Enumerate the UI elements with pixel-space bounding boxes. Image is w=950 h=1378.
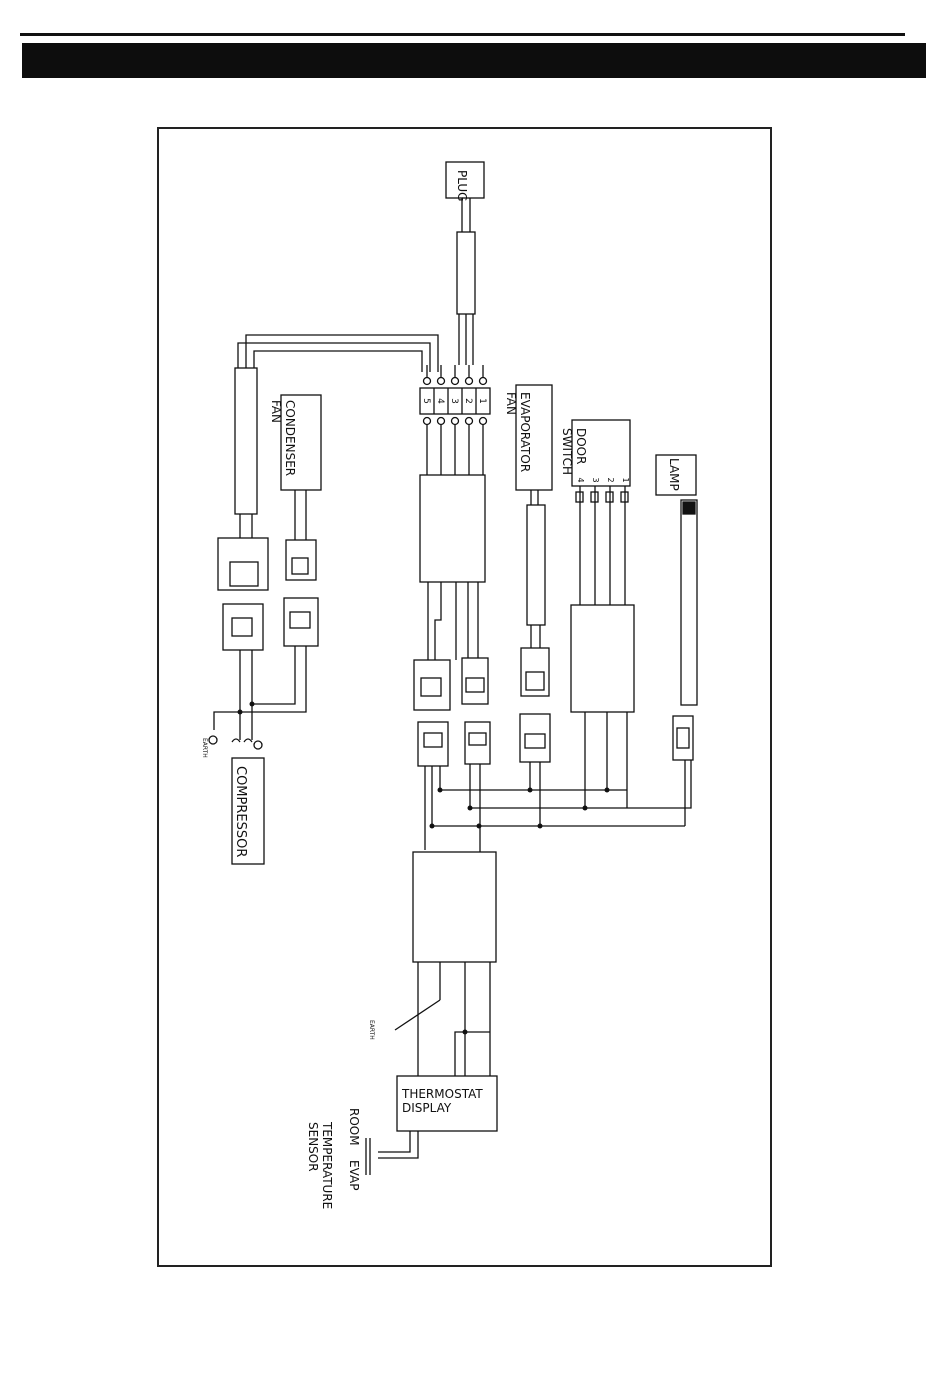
junction-box-lower [413, 852, 496, 962]
door-num-3: 3 [591, 477, 600, 482]
terminal-num-2: 2 [463, 398, 473, 404]
compressor-connector-lower [223, 604, 263, 650]
evaporator-cable-sleeve [527, 505, 545, 625]
label-line: SENSOR [306, 1122, 320, 1172]
label-line: FAN [504, 392, 518, 415]
evap-sensor-label: EVAP [347, 1160, 361, 1190]
door-switch-junction [571, 605, 634, 712]
evaporator-fan-label: EVAPORATORFAN [504, 392, 532, 472]
door-num-2: 2 [606, 477, 615, 482]
temperature-sensor-label: TEMPERATURESENSOR [306, 1121, 334, 1209]
label-line: SWITCH [560, 428, 574, 475]
door-num-4: 4 [576, 477, 585, 482]
compressor-connector-upper [218, 538, 268, 590]
label-line: CONDENSER [283, 400, 297, 476]
terminal-num-1: 1 [477, 398, 487, 404]
terminal-num-4: 4 [435, 398, 445, 404]
lamp-label: LAMP [667, 458, 681, 491]
terminal-num-3: 3 [449, 398, 459, 404]
earth-label-thermostat: EARTH [368, 1020, 375, 1040]
room-sensor-label: ROOM [347, 1108, 361, 1146]
compressor-label: COMPRESSOR [233, 766, 248, 857]
junction-box-upper [420, 475, 485, 582]
condenser-fan-label: CONDENSERFAN [269, 400, 297, 476]
door-num-1: 1 [621, 477, 630, 482]
condenser-connector-lower [284, 598, 318, 646]
lamp-connector [673, 716, 693, 760]
terminal-numbers: 5 4 3 2 1 [421, 398, 487, 404]
plug-cable-sleeve [457, 232, 475, 314]
component-labels: PLUG CONDENSERFAN EVAPORATORFAN DOORSWIT… [233, 170, 681, 1209]
terminal-num-5: 5 [421, 398, 431, 404]
connector-a-lower [418, 722, 448, 766]
label-line: DOOR [574, 428, 588, 464]
connector-a-upper [414, 660, 450, 710]
label-line: FAN [269, 400, 283, 423]
door-switch-label: DOORSWITCH [560, 428, 588, 475]
door-switch-numbers: 4 3 2 1 [576, 477, 630, 482]
lamp-tube [681, 500, 697, 705]
junction-dots [238, 702, 610, 1035]
plug-label: PLUG [455, 170, 469, 201]
label-line: EVAPORATOR [518, 392, 532, 472]
label-line: THERMOSTAT [401, 1087, 483, 1101]
compressor-cable-sleeve [235, 368, 257, 514]
label-line: DISPLAY [402, 1101, 452, 1115]
earth-label-compressor: EARTH [201, 738, 208, 758]
earth-labels: EARTH EARTH [201, 738, 375, 1040]
label-line: TEMPERATURE [320, 1121, 334, 1209]
